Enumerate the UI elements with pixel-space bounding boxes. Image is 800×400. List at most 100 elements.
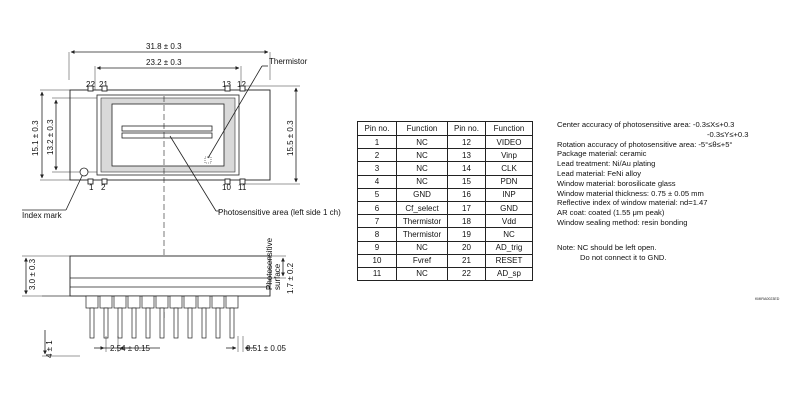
lead-shoulder [225, 295, 239, 309]
pin-no-cell: 3 [357, 161, 397, 176]
pin-no-cell: 11 [357, 266, 397, 282]
function-cell: VIDEO [485, 134, 533, 150]
function-cell: Vdd [485, 214, 533, 229]
header-function-1: Function [396, 121, 448, 136]
function-cell: CLK [485, 161, 533, 176]
pin-no-cell: 12 [447, 134, 486, 150]
function-cell: GND [396, 187, 448, 202]
lead-shoulder [113, 295, 127, 309]
pin-no-cell: 20 [447, 240, 486, 255]
pin-label-10: 10 [222, 183, 231, 192]
spec-line: Package material: ceramic [557, 149, 647, 159]
lead-pin [201, 307, 207, 339]
lead-shoulder [183, 295, 197, 309]
note-block: Note: NC should be left open. Do not con… [557, 243, 667, 263]
thermistor-label: Thermistor [269, 57, 308, 66]
pin-label-11: 11 [238, 183, 247, 192]
lead-pin [117, 307, 123, 339]
figure-code: KMIRA0023ED [755, 297, 780, 301]
pin-no-cell: 9 [357, 240, 397, 255]
pin-no-cell: 22 [447, 266, 486, 282]
dim-side-height: 3.0 ± 0.3 [28, 258, 37, 290]
function-cell: Thermistor [396, 214, 448, 229]
lead-pin [173, 307, 179, 339]
pin-label-21: 21 [99, 80, 108, 89]
spec-line: Lead material: FeNi alloy [557, 168, 641, 178]
pin-no-cell: 15 [447, 174, 486, 189]
spec-line: Window material: borosilicate glass [557, 178, 676, 188]
note-line-1: Note: NC should be left open. [557, 243, 657, 252]
lead-shoulder [141, 295, 155, 309]
pin-table-header-row: Pin no. Function Pin no. Function [357, 121, 533, 136]
function-cell: PDN [485, 174, 533, 189]
header-pin-no-2: Pin no. [447, 121, 486, 136]
dim-width-inner: 23.2 ± 0.3 [146, 58, 182, 67]
function-cell: Vinp [485, 148, 533, 163]
lead-pin [145, 307, 151, 339]
dim-lead-width: 0.51 ± 0.05 [246, 344, 287, 353]
dim-lead-length: 4 ± 1 [45, 340, 54, 358]
function-cell: NC [396, 148, 448, 163]
function-cell: NC [396, 161, 448, 176]
pin-no-cell: 4 [357, 174, 397, 189]
function-cell: Thermistor [396, 227, 448, 242]
pin-label-12: 12 [237, 80, 246, 89]
pin-label-13: 13 [222, 80, 231, 89]
pin-no-cell: 2 [357, 148, 397, 163]
package-outline-side-view [69, 255, 271, 297]
lead-pin [131, 307, 137, 339]
pin-no-cell: 14 [447, 161, 486, 176]
function-cell: Fvref [396, 253, 448, 268]
top-lead-tabs [87, 85, 246, 185]
function-cell: Cf_select [396, 200, 448, 216]
pin-label-2: 2 [101, 183, 106, 192]
lead-shoulder [85, 295, 99, 309]
pin-no-cell: 19 [447, 227, 486, 242]
function-cell: AD_trig [485, 240, 533, 255]
spec-line: -0.3≤Y≤+0.3 [707, 129, 749, 139]
lead-pin [215, 307, 221, 339]
pin-no-cell: 5 [357, 187, 397, 202]
pin-no-cell: 8 [357, 227, 397, 242]
function-cell: AD_sp [485, 266, 533, 282]
index-mark-label: Index mark [22, 211, 63, 220]
lead-pin [229, 307, 235, 339]
spec-line: Center accuracy of photosensitive area: … [557, 120, 735, 129]
function-cell: NC [485, 227, 533, 242]
photosensitive-area-label: Photosensitive area (left side 1 ch) [218, 208, 341, 217]
spec-line: Window sealing method: resin bonding [557, 217, 688, 227]
pin-no-cell: 10 [357, 253, 397, 268]
photosensitive-surface-label-2: surface [273, 263, 282, 290]
lead-shoulder [155, 295, 169, 309]
dim-height-right: 15.5 ± 0.3 [286, 120, 295, 156]
header-function-2: Function [485, 121, 533, 136]
spec-line: Reflective index of window material: nd=… [557, 198, 708, 208]
note-line-2: Do not connect it to GND. [580, 253, 667, 262]
pin-label-22: 22 [86, 80, 95, 89]
lead-shoulder [99, 295, 113, 309]
lead-shoulder [197, 295, 211, 309]
index-mark [79, 167, 89, 177]
spec-line: Lead treatment: Ni/Au plating [557, 159, 656, 169]
function-cell: NC [396, 174, 448, 189]
lead-pin [89, 307, 95, 339]
lead-pin [159, 307, 165, 339]
pin-no-cell: 21 [447, 253, 486, 268]
lead-shoulder [127, 295, 141, 309]
lead-shoulder [169, 295, 183, 309]
window-frame [96, 94, 240, 176]
pin-no-cell: 6 [357, 200, 397, 216]
lead-pin [187, 307, 193, 339]
pin-label-1: 1 [89, 183, 94, 192]
photosensitive-surface-label-1: Photosensitive [265, 237, 274, 290]
dim-height-inner: 13.2 ± 0.3 [46, 119, 55, 155]
